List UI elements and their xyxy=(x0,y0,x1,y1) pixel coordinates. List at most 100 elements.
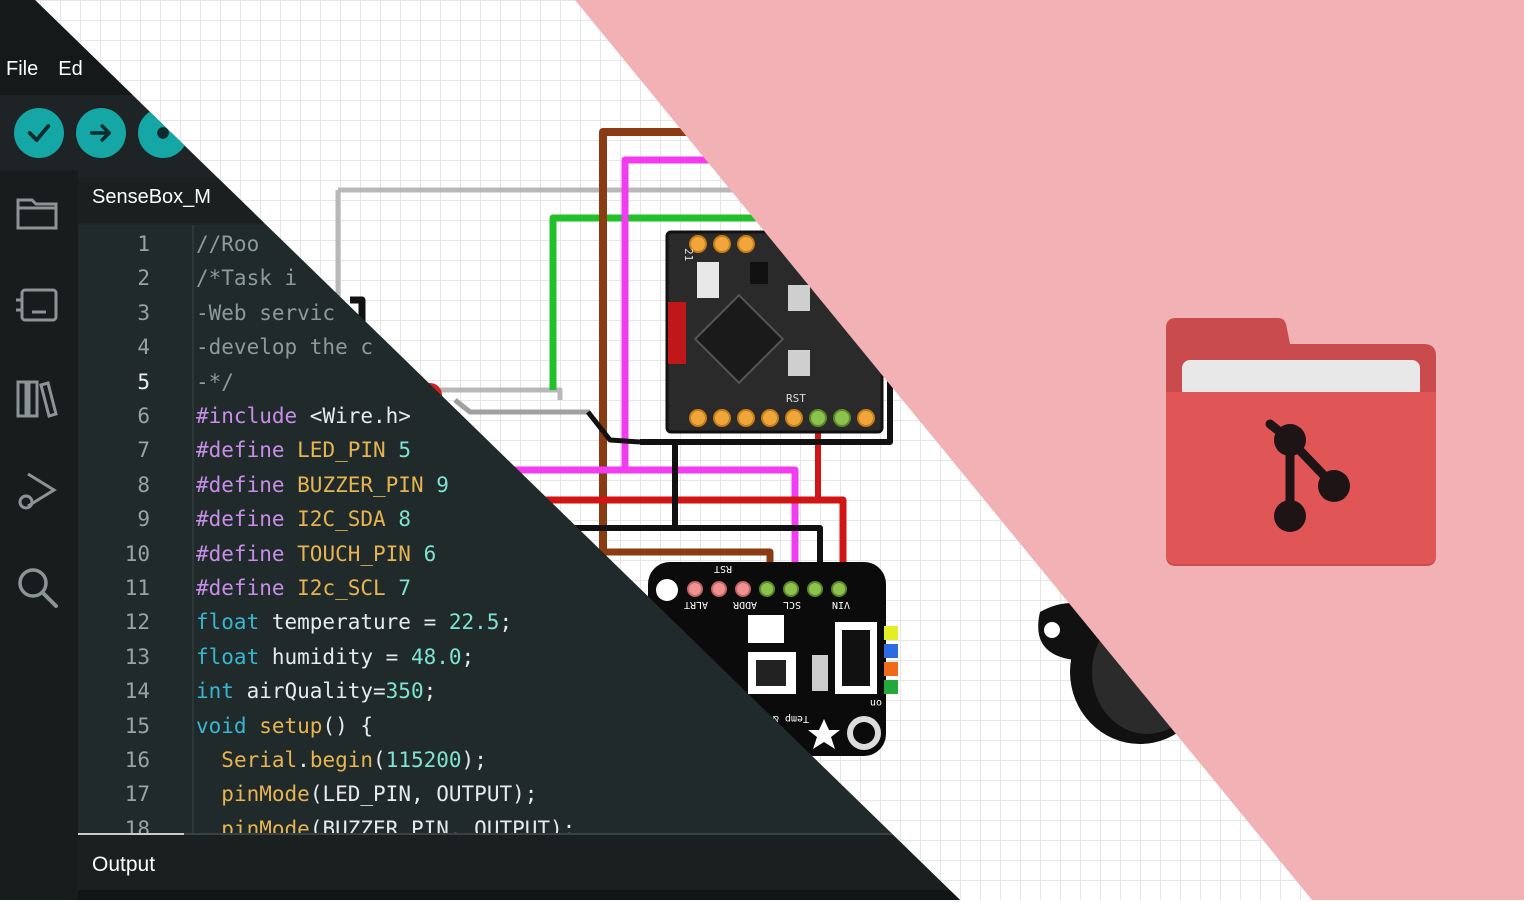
menu-edit[interactable]: Ed xyxy=(58,58,83,80)
code-token: -*/ xyxy=(196,369,234,394)
code-token: 9 xyxy=(436,472,449,497)
code-text: -develop the c xyxy=(196,330,373,364)
debug-run-icon[interactable] xyxy=(14,468,60,514)
code-line[interactable]: 5 -*/ xyxy=(78,365,960,399)
star-logo xyxy=(808,719,840,749)
line-number: 3 xyxy=(137,300,150,325)
code-line[interactable]: 9#define I2C_SDA 8 xyxy=(78,502,960,536)
code-text: /*Task i xyxy=(196,261,297,295)
code-token: <Wire.h> xyxy=(309,404,411,428)
code-token: (BUZZER_PIN, OUTPUT); xyxy=(309,816,576,833)
code-token: #define xyxy=(196,438,298,463)
code-line[interactable]: 12 float temperature = 22.5; xyxy=(78,605,960,639)
wire-black-3 xyxy=(640,380,893,445)
code-token: 6 xyxy=(423,541,437,566)
code-token: 115200 xyxy=(385,748,462,772)
code-token: #include xyxy=(196,404,310,428)
line-number: 6 xyxy=(137,404,150,428)
code-line[interactable]: 7 #define LED_PIN 5 xyxy=(78,433,960,467)
code-token: int xyxy=(196,679,247,704)
upload-icon xyxy=(89,124,111,142)
code-token: #define xyxy=(196,576,298,600)
sensor-temp-label: Temp & xyxy=(773,713,809,724)
wire-magenta-2 xyxy=(500,466,799,590)
line-number: 13 xyxy=(124,644,150,669)
library-icon[interactable] xyxy=(14,376,60,422)
wire-green xyxy=(549,214,770,390)
search-icon[interactable] xyxy=(14,564,60,610)
verify-button[interactable] xyxy=(14,108,64,158)
mcu-rst-label: RST xyxy=(786,392,806,405)
wire-magenta xyxy=(621,156,710,470)
code-line[interactable]: 4-develop the c xyxy=(78,330,960,364)
debug-icon xyxy=(157,127,169,139)
code-token: //Roo xyxy=(196,232,260,256)
code-line[interactable]: 10 #define TOUCH_PIN 6 xyxy=(78,537,960,571)
sensor-addr-label: ADDR xyxy=(732,599,757,610)
code-token: -develop the c xyxy=(196,335,374,360)
code-token: Serial xyxy=(221,748,298,772)
output-tab[interactable]: Output xyxy=(92,853,156,876)
code-line[interactable]: 13 float humidity = 48.0; xyxy=(78,640,960,674)
code-text: #include <Wire.h> xyxy=(196,399,411,433)
code-token: LED_PIN xyxy=(297,438,399,463)
code-text: Serial.begin(115200); xyxy=(196,743,487,777)
code-token: 22.5 xyxy=(448,610,500,635)
code-text: pinMode(LED_PIN, OUTPUT); xyxy=(196,777,537,811)
mcu-pin-label: 21 xyxy=(682,248,695,261)
code-token xyxy=(196,782,221,806)
board-icon[interactable] xyxy=(14,282,60,328)
code-token: TOUCH_PIN xyxy=(297,541,424,566)
code-token: I2C_SDA xyxy=(297,507,399,532)
editor-tab[interactable]: SenseBox_M xyxy=(92,186,211,208)
line-number: 5 xyxy=(137,369,150,394)
code-token: (LED_PIN, OUTPUT); xyxy=(309,782,538,807)
code-line[interactable]: 6 #include <Wire.h> xyxy=(78,399,960,433)
line-number: 12 xyxy=(124,610,150,635)
sensor-vin-label: VIN xyxy=(832,599,850,610)
line-number: 11 xyxy=(124,576,150,600)
code-token: 48.0 xyxy=(410,644,462,669)
code-token: void xyxy=(196,713,260,738)
code-token: BUZZER_PIN xyxy=(297,472,437,497)
code-line[interactable]: 17 pinMode(LED_PIN, OUTPUT); xyxy=(78,777,960,811)
code-line[interactable]: 18 pinMode(BUZZER_PIN, OUTPUT); xyxy=(78,812,960,833)
output-body xyxy=(78,890,960,900)
git-folder-icon xyxy=(1166,318,1436,566)
line-number: 2 xyxy=(137,266,150,291)
code-line[interactable]: 8 #define BUZZER_PIN 9 xyxy=(78,468,960,502)
sensor-alrt-label: ALRT xyxy=(684,599,708,610)
code-text: -Web servic xyxy=(196,296,335,330)
code-text: #define BUZZER_PIN 9 xyxy=(196,468,449,502)
code-line[interactable]: 11#define I2c_SCL 7 xyxy=(78,571,960,605)
wire-grey xyxy=(335,190,563,400)
code-line[interactable]: 2 /*Task i xyxy=(78,261,960,295)
code-token: ( xyxy=(373,748,386,772)
upload-button[interactable] xyxy=(76,108,126,158)
code-line[interactable]: 16 Serial.begin(115200); xyxy=(78,743,960,777)
code-token: I2c_SCL xyxy=(297,576,399,600)
code-token: ; xyxy=(461,644,475,669)
line-number: 17 xyxy=(124,782,150,807)
line-number: 8 xyxy=(137,472,150,497)
line-number: 10 xyxy=(124,541,150,566)
code-line[interactable]: 1//Roo xyxy=(78,227,960,261)
code-token: 5 xyxy=(398,438,411,463)
code-token: ; xyxy=(499,610,513,635)
code-text: float temperature = 22.5; xyxy=(196,605,512,639)
code-token: -Web servic xyxy=(196,300,336,325)
code-token: #define xyxy=(196,507,298,532)
line-number: 7 xyxy=(137,438,150,463)
menu-file[interactable]: File xyxy=(6,58,39,80)
gutter-divider xyxy=(192,225,194,833)
code-text: #define TOUCH_PIN 6 xyxy=(196,537,436,571)
folder-icon[interactable] xyxy=(14,190,60,236)
code-text: float humidity = 48.0; xyxy=(196,640,474,674)
code-line[interactable]: 3 -Web servic xyxy=(78,296,960,330)
code-token: . xyxy=(297,748,310,772)
code-token: pinMode xyxy=(221,816,310,833)
code-token xyxy=(196,748,221,772)
code-token xyxy=(196,817,221,833)
